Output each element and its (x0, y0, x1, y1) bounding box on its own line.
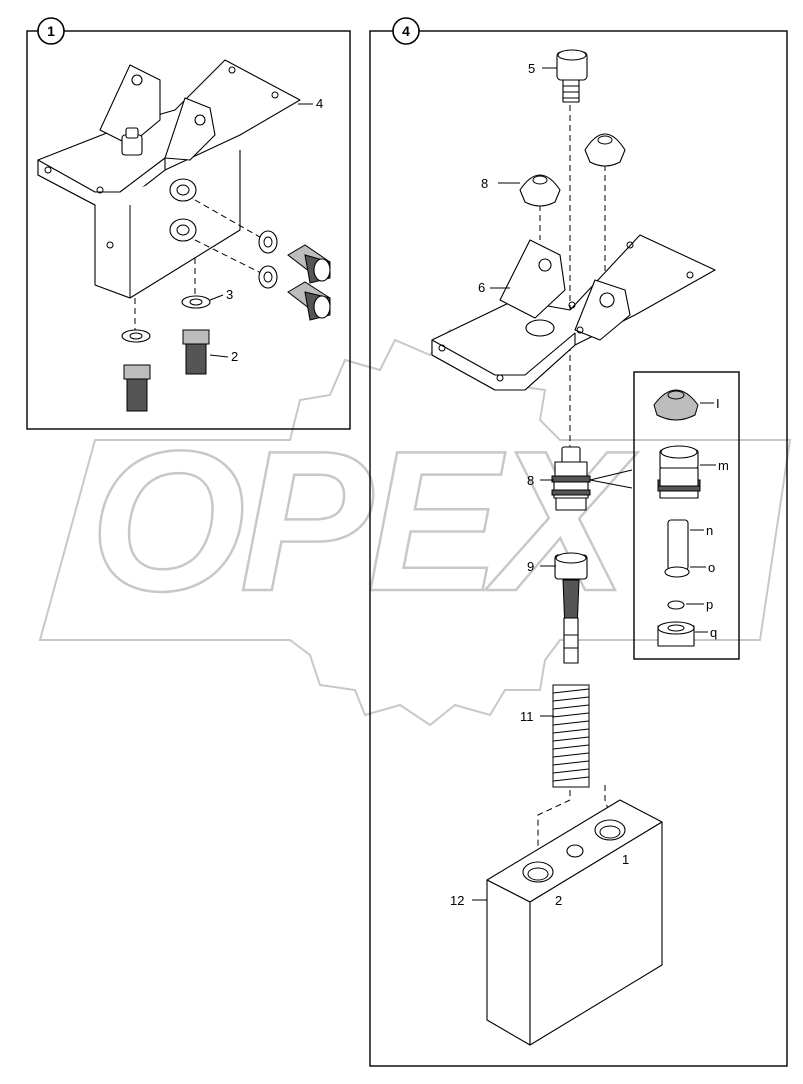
panel-1-frame (26, 30, 351, 430)
axis-line (194, 199, 266, 241)
panel-4-frame (369, 30, 788, 1067)
callout-8-plunger: 8 (527, 473, 534, 488)
callout-p: p (706, 597, 713, 612)
panel-1: 1 (26, 17, 351, 430)
spring-11 (552, 684, 590, 788)
panel-4: 4 (369, 17, 788, 1067)
callout-12: 12 (450, 893, 464, 908)
panel-1-fittings-bottom (121, 295, 211, 412)
callout-8-cap: 8 (481, 176, 488, 191)
plunger-assembly-8 (551, 446, 591, 511)
panel-1-badge-number: 1 (47, 23, 55, 39)
watermark-text: OPEX (90, 410, 638, 633)
panel-4-badge-number: 4 (402, 23, 410, 39)
callout-q: q (710, 625, 717, 640)
callout-m: m (718, 458, 729, 473)
callout-o: o (708, 560, 715, 575)
rubber-cap (584, 133, 626, 167)
detail-inset-frame (633, 371, 740, 660)
callout-6: 6 (478, 280, 485, 295)
leader-line (209, 354, 229, 358)
screw-5 (556, 49, 588, 103)
panel-1-fittings-right (258, 230, 331, 321)
callout-4: 4 (316, 96, 323, 111)
callout-9: 9 (527, 559, 534, 574)
callout-2: 2 (231, 349, 238, 364)
leader-line (589, 479, 633, 489)
callout-5: 5 (528, 61, 535, 76)
valve-block-12: 1 2 (486, 799, 663, 1046)
callout-3: 3 (226, 287, 233, 302)
callout-11: 11 (520, 709, 534, 724)
panel-1-bracket (37, 59, 301, 299)
watermark: OPEX (38, 328, 792, 727)
valve-stem-9 (554, 552, 588, 664)
rubber-cap-8 (519, 174, 561, 207)
axis-line (537, 790, 571, 870)
leader-line (589, 469, 633, 481)
axis-line (194, 239, 266, 276)
port-label-2: 2 (555, 893, 562, 908)
panel-4-badge (392, 17, 420, 45)
detail-inset (633, 371, 740, 660)
mounting-plate-6 (431, 234, 716, 391)
panel-1-badge (37, 17, 65, 45)
watermark-gear-outline (38, 328, 792, 727)
callout-n: n (706, 523, 713, 538)
port-label-1: 1 (622, 852, 629, 867)
callout-I: I (716, 396, 720, 411)
leader-line (209, 294, 224, 301)
